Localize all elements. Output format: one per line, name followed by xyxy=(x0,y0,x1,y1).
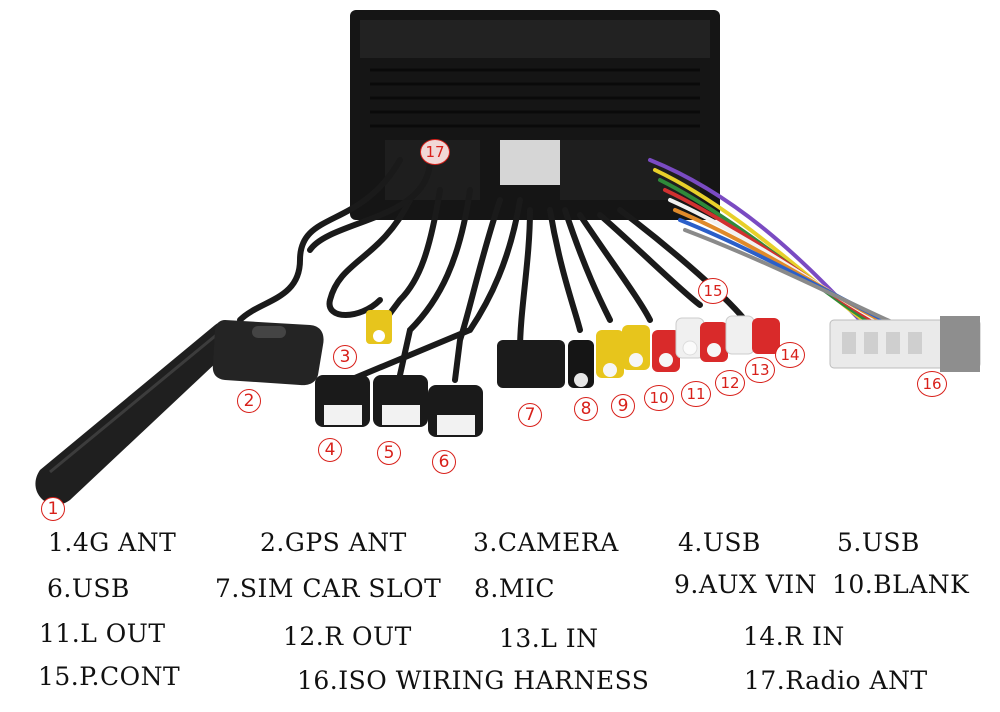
camera-rca xyxy=(366,310,392,344)
legend-item-11: 11.L OUT xyxy=(39,619,166,648)
legend-item-15: 15.P.CONT xyxy=(38,662,181,691)
legend-item-17: 17.Radio ANT xyxy=(744,666,928,695)
callout-10: 10 xyxy=(644,385,674,411)
callout-17: 17 xyxy=(420,139,450,165)
iso-connector xyxy=(829,316,981,372)
black-cables xyxy=(237,157,748,383)
legend-item-2: 2.GPS ANT xyxy=(260,528,407,557)
callout-13: 13 xyxy=(745,357,775,383)
callout-15: 15 xyxy=(698,278,728,304)
callout-8: 8 xyxy=(574,397,598,421)
callout-16: 16 xyxy=(917,371,947,397)
gps-antenna xyxy=(212,320,324,386)
head-unit xyxy=(350,10,720,220)
legend-item-1: 1.4G ANT xyxy=(48,528,177,557)
callout-11: 11 xyxy=(681,381,711,407)
rca-plugs xyxy=(568,315,780,388)
legend-item-6: 6.USB xyxy=(47,574,130,603)
legend-item-12: 12.R OUT xyxy=(283,622,412,651)
callout-1: 1 xyxy=(41,497,65,521)
callout-6: 6 xyxy=(432,450,456,474)
4g-antenna xyxy=(35,320,240,505)
legend-item-7: 7.SIM CAR SLOT xyxy=(215,574,442,603)
legend-item-16: 16.ISO WIRING HARNESS xyxy=(297,666,650,695)
callout-9: 9 xyxy=(611,394,635,418)
legend-item-3: 3.CAMERA xyxy=(473,528,619,557)
callout-2: 2 xyxy=(237,389,261,413)
legend-item-4: 4.USB xyxy=(678,528,761,557)
usb-plugs xyxy=(315,375,483,437)
legend-item-10: 10.BLANK xyxy=(832,570,970,599)
callout-12: 12 xyxy=(715,370,745,396)
legend-item-13: 13.L IN xyxy=(499,624,599,653)
callout-7: 7 xyxy=(518,403,542,427)
callout-4: 4 xyxy=(318,438,342,462)
sim-module xyxy=(497,340,565,388)
callout-3: 3 xyxy=(333,345,357,369)
legend-item-8: 8.MIC xyxy=(474,574,555,603)
legend-item-5: 5.USB xyxy=(837,528,920,557)
callout-5: 5 xyxy=(377,441,401,465)
legend-item-9: 9.AUX VIN xyxy=(674,570,818,599)
legend-item-14: 14.R IN xyxy=(743,622,845,651)
callout-14: 14 xyxy=(775,342,805,368)
